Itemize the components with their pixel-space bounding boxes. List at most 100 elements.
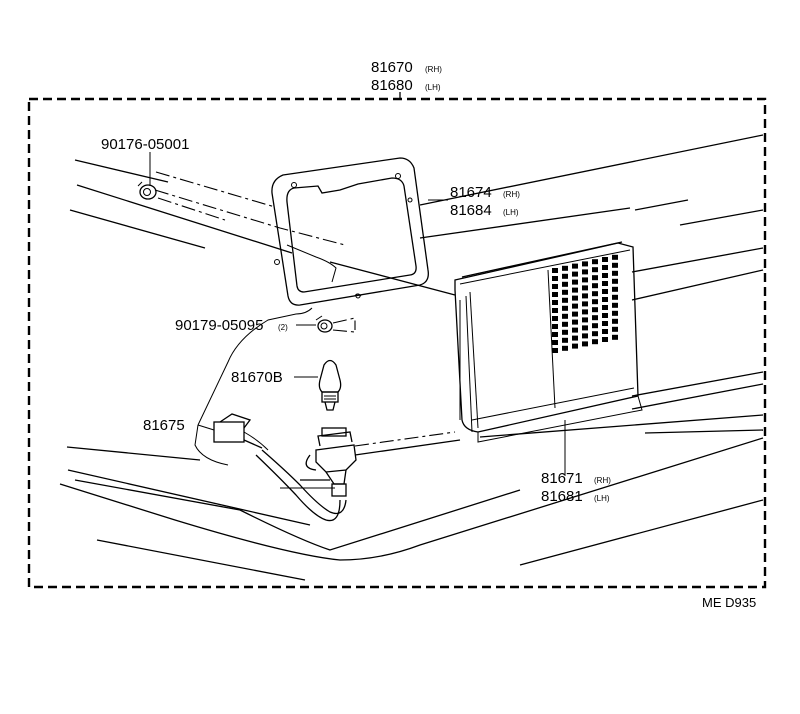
reflector-cell — [612, 270, 618, 276]
gasket-part — [271, 157, 429, 306]
reflector-cell — [592, 315, 598, 321]
lens-lh-number: 81681 — [541, 488, 583, 505]
nut-dash-line — [155, 171, 276, 208]
reflector-cell — [572, 263, 578, 269]
reflector-cell — [562, 305, 568, 311]
reflector-cell — [612, 262, 618, 268]
reflector-cell — [562, 321, 568, 327]
reflector-cell — [562, 329, 568, 335]
reflector-cell — [572, 279, 578, 285]
reflector-cell — [592, 259, 598, 265]
reflector-cell — [562, 273, 568, 279]
reflector-cell — [582, 333, 588, 339]
reflector-cell — [592, 283, 598, 289]
reflector-cell — [582, 269, 588, 275]
reflector-cell — [602, 273, 608, 278]
reflector-cell — [602, 321, 608, 326]
reflector-cell — [612, 286, 618, 292]
reflector-cell — [612, 318, 618, 324]
screw-label: 90179-05095 — [175, 317, 263, 334]
reflector-cell — [562, 345, 568, 351]
reflector-cell — [582, 341, 588, 347]
reflector-cell — [552, 308, 558, 313]
gasket-rh-number: 81674 — [450, 184, 492, 201]
reflector-cell — [572, 287, 578, 293]
reflector-cell — [552, 348, 558, 353]
socket-leader — [197, 424, 215, 431]
reflector-cell — [582, 325, 588, 331]
reflector-cell — [612, 334, 618, 340]
socket-part — [213, 413, 357, 522]
gasket-lh-side: (LH) — [503, 208, 519, 217]
reflector-cell — [552, 284, 558, 289]
lens-rh-side: (RH) — [594, 476, 611, 485]
reflector-cell — [582, 301, 588, 307]
reflector-cell — [602, 305, 608, 310]
reflector-cell — [552, 332, 558, 337]
lens-reflector-grid — [552, 254, 618, 353]
screw-dash-line — [332, 317, 356, 330]
reflector-cell — [612, 294, 618, 300]
lens-dash-line — [354, 431, 456, 447]
lens-part — [454, 241, 643, 443]
reflector-cell — [562, 337, 568, 343]
reflector-cell — [582, 309, 588, 315]
reflector-cell — [582, 317, 588, 323]
body-contour-lines — [59, 134, 764, 581]
reflector-cell — [602, 329, 608, 334]
reflector-cell — [602, 289, 608, 294]
reflector-cell — [592, 267, 598, 273]
reflector-cell — [592, 331, 598, 337]
reflector-cell — [572, 327, 578, 333]
socket-label: 81675 — [143, 417, 185, 434]
reflector-cell — [572, 295, 578, 301]
reflector-cell — [572, 271, 578, 277]
lens-lh-side: (LH) — [594, 494, 610, 503]
reflector-cell — [602, 313, 608, 318]
reflector-cell — [572, 303, 578, 309]
gasket-lh-number: 81684 — [450, 202, 492, 219]
assembly-rh-number: 81670 — [371, 59, 413, 76]
bulb-label: 81670B — [231, 369, 283, 386]
reflector-cell — [582, 285, 588, 291]
reflector-cell — [592, 299, 598, 305]
diagram-code: ME D935 — [702, 595, 756, 610]
reflector-cell — [552, 268, 558, 273]
reflector-cell — [552, 276, 558, 281]
screw-dash-line-2 — [332, 329, 356, 333]
reflector-cell — [552, 316, 558, 321]
reflector-cell — [562, 289, 568, 295]
reflector-cell — [562, 265, 568, 271]
reflector-cell — [592, 275, 598, 281]
gasket-rh-side: (RH) — [503, 190, 520, 199]
reflector-cell — [582, 293, 588, 299]
reflector-cell — [552, 300, 558, 305]
reflector-cell — [602, 265, 608, 270]
reflector-cell — [552, 340, 558, 345]
reflector-cell — [572, 319, 578, 325]
screw-qty: (2) — [278, 323, 288, 332]
reflector-cell — [602, 281, 608, 286]
reflector-cell — [612, 302, 618, 308]
assembly-rh-side: (RH) — [425, 65, 442, 74]
reflector-cell — [592, 291, 598, 297]
reflector-cell — [562, 297, 568, 303]
reflector-cell — [562, 281, 568, 287]
nut-label: 90176-05001 — [101, 136, 189, 153]
reflector-cell — [602, 257, 608, 262]
assembly-lh-side: (LH) — [425, 83, 441, 92]
reflector-cell — [552, 324, 558, 329]
reflector-cell — [602, 337, 608, 342]
socket-leader-3 — [194, 424, 229, 466]
assembly-lh-number: 81680 — [371, 77, 413, 94]
reflector-cell — [582, 261, 588, 267]
assembly-boundary — [27, 97, 767, 589]
reflector-cell — [612, 310, 618, 316]
bulb-part — [318, 359, 342, 411]
reflector-cell — [582, 277, 588, 283]
reflector-cell — [572, 335, 578, 341]
reflector-cell — [592, 307, 598, 313]
reflector-cell — [592, 323, 598, 329]
reflector-cell — [602, 297, 608, 302]
reflector-cell — [572, 343, 578, 349]
